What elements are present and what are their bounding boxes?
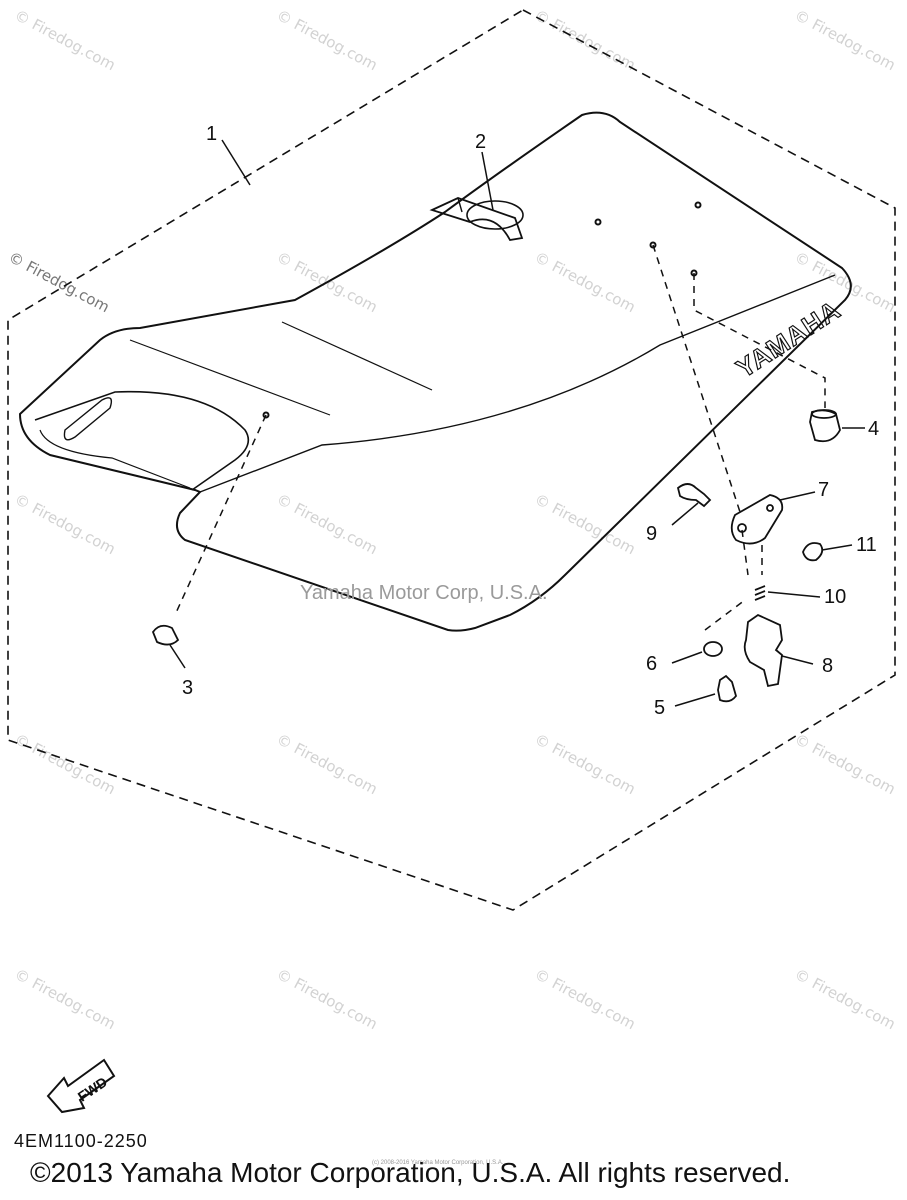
seat-logo-text: YAMAHA	[731, 294, 846, 383]
assembly-boundary	[7, 9, 896, 911]
fwd-arrow	[46, 1058, 116, 1114]
spring-part-10	[754, 585, 766, 601]
alignment-lines	[174, 244, 826, 631]
callout-7: 7	[818, 479, 829, 501]
bracket-part-7	[730, 494, 784, 545]
callout-11: 11	[856, 534, 877, 556]
callout-5: 5	[654, 697, 665, 719]
leader-lines	[169, 139, 865, 707]
grommet-part-3	[151, 624, 180, 646]
bolt-part-5	[717, 674, 737, 703]
callout-10: 10	[824, 586, 846, 608]
copyright-notice: ©2013 Yamaha Motor Corporation, U.S.A. A…	[30, 1157, 791, 1188]
callout-8: 8	[822, 655, 833, 677]
hardware-parts	[151, 409, 841, 703]
callout-9: 9	[646, 523, 657, 545]
callout-1: 1	[206, 123, 217, 145]
callout-labels: 1 2 3 4 5 6 7 8 9 10 11	[182, 123, 879, 719]
callout-3: 3	[182, 677, 193, 699]
callout-2: 2	[475, 131, 486, 153]
callout-6: 6	[646, 653, 657, 675]
seat-drawing	[18, 111, 852, 632]
latch-part-8	[743, 613, 783, 688]
clip-part-11	[802, 542, 824, 562]
small-print: (c) 2008-2016 Yamaha Motor Corporation, …	[372, 1160, 504, 1166]
overlay-caption: Yamaha Motor Corp, U.S.A.	[300, 582, 548, 604]
callout-4: 4	[868, 418, 879, 440]
diagram-code: 4EM1100-2250	[14, 1131, 148, 1151]
washer-part-6	[703, 641, 723, 657]
bolt-part-9	[676, 483, 712, 508]
